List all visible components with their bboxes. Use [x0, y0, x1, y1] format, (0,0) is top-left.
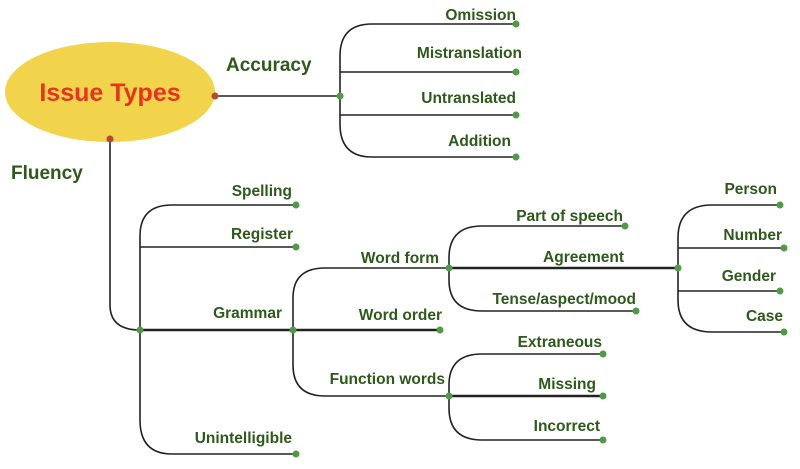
- grammar-hub-dot: [289, 326, 297, 334]
- root-fluency-dot: [106, 135, 114, 143]
- fluency-label[interactable]: Fluency: [11, 163, 83, 184]
- word-order-label[interactable]: Word order: [359, 307, 442, 324]
- tense-aspect-mood-dot: [632, 307, 640, 315]
- mistranslation-label[interactable]: Mistranslation: [417, 45, 522, 62]
- gender-label[interactable]: Gender: [722, 268, 776, 285]
- unintelligible-dot: [292, 450, 300, 458]
- accuracy-hub-dot: [336, 92, 344, 100]
- missing-dot: [599, 392, 607, 400]
- part-of-speech-dot: [621, 222, 629, 230]
- word-order-dot: [436, 326, 444, 334]
- incorrect-dot: [599, 436, 607, 444]
- extraneous-label[interactable]: Extraneous: [518, 334, 602, 351]
- connector-grammar-function-words: [292, 330, 449, 397]
- part-of-speech-label[interactable]: Part of speech: [516, 208, 623, 225]
- word-form-hub-dot: [445, 264, 453, 272]
- addition-label[interactable]: Addition: [448, 133, 511, 150]
- untranslated-label[interactable]: Untranslated: [421, 90, 516, 107]
- function-words-hub-dot: [445, 392, 453, 400]
- omission-dot: [512, 20, 520, 28]
- number-label[interactable]: Number: [723, 227, 782, 244]
- spelling-dot: [292, 201, 300, 209]
- addition-dot: [512, 153, 520, 161]
- person-dot: [776, 201, 784, 209]
- agreement-hub-dot: [674, 264, 682, 272]
- accuracy-label[interactable]: Accuracy: [226, 55, 312, 76]
- connector-word-form-part-of-speech: [448, 225, 625, 268]
- connector-function-words-extraneous: [448, 353, 603, 396]
- case-label[interactable]: Case: [746, 308, 783, 325]
- connector-word-form-tense: [448, 268, 636, 312]
- connector-grammar-word-form: [292, 267, 449, 330]
- function-words-label[interactable]: Function words: [330, 371, 445, 388]
- mistranslation-dot: [512, 68, 520, 76]
- missing-label[interactable]: Missing: [538, 376, 596, 393]
- connector-agreement-person: [677, 204, 780, 268]
- register-label[interactable]: Register: [231, 226, 293, 243]
- grammar-label[interactable]: Grammar: [213, 305, 282, 322]
- incorrect-label[interactable]: Incorrect: [534, 418, 600, 435]
- connector-agreement-case: [677, 268, 784, 333]
- connector-fluency-unintelligible: [139, 330, 296, 455]
- omission-label[interactable]: Omission: [445, 7, 516, 24]
- connector-function-words-incorrect: [448, 396, 603, 441]
- connector-accuracy-addition: [339, 96, 516, 158]
- root-label: Issue Types: [39, 79, 180, 107]
- connector-fluency-spelling: [139, 204, 296, 330]
- number-dot: [780, 244, 788, 252]
- person-label[interactable]: Person: [724, 181, 777, 198]
- untranslated-dot: [512, 111, 520, 119]
- case-dot: [780, 328, 788, 336]
- tense-aspect-mood-label[interactable]: Tense/aspect/mood: [492, 291, 636, 308]
- fluency-hub-dot: [136, 326, 144, 334]
- root-accuracy-dot: [211, 92, 219, 100]
- connector-root-fluency: [109, 139, 141, 331]
- word-form-label[interactable]: Word form: [361, 250, 439, 267]
- gender-dot: [776, 287, 784, 295]
- register-dot: [292, 243, 300, 251]
- extraneous-dot: [599, 350, 607, 358]
- root-node[interactable]: [5, 42, 215, 142]
- connector-accuracy-omission: [339, 23, 516, 96]
- unintelligible-label[interactable]: Unintelligible: [195, 430, 293, 447]
- agreement-label[interactable]: Agreement: [543, 249, 624, 266]
- spelling-label[interactable]: Spelling: [232, 183, 292, 200]
